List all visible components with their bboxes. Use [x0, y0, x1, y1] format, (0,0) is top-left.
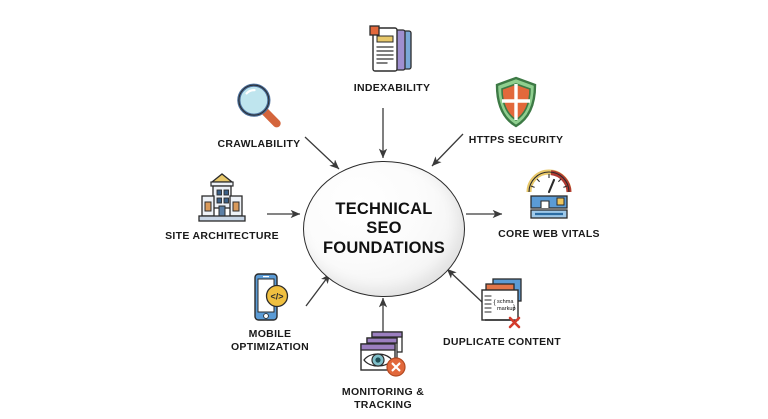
node-label-core-web-vitals: CORE WEB VITALS	[498, 228, 600, 240]
shield-icon	[485, 74, 547, 130]
node-label-site-architecture: SITE ARCHITECTURE	[165, 230, 279, 242]
smartphone-code-icon: </>	[239, 272, 301, 324]
node-label-duplicate-content: DUPLICATE CONTENT	[442, 336, 562, 348]
schema-markup-line2: markup	[497, 306, 516, 312]
svg-text:{: {	[494, 299, 497, 306]
node-label-crawlability: CRAWLABILITY	[217, 138, 301, 150]
eye-windows-icon	[352, 330, 414, 382]
documents-stack-icon	[361, 22, 423, 78]
node-label-mobile-optimization: MOBILE OPTIMIZATION	[230, 328, 310, 354]
building-icon	[191, 170, 253, 226]
node-label-monitoring-tracking: MONITORING & TRACKING	[341, 386, 425, 412]
speedometer-page-icon	[518, 168, 580, 224]
node-indexability[interactable]: INDEXABILITY	[317, 22, 467, 95]
node-mobile-optimization[interactable]: </> MOBILE OPTIMIZATION	[195, 272, 345, 354]
schema-markup-pages-icon: { schma markup }	[471, 276, 533, 332]
svg-text:}: }	[513, 304, 516, 311]
node-monitoring-tracking[interactable]: MONITORING & TRACKING	[308, 330, 458, 412]
hub-title: TECHNICAL SEO FOUNDATIONS	[323, 200, 445, 257]
schema-markup-line1: schma	[497, 299, 514, 305]
code-glyph: </>	[270, 292, 283, 302]
hub-circle: TECHNICAL SEO FOUNDATIONS	[303, 161, 465, 297]
node-https-security[interactable]: HTTPS SECURITY	[441, 74, 591, 147]
node-duplicate-content[interactable]: { schma markup } DUPLICATE CONTENT	[427, 276, 577, 349]
magnifying-glass-icon	[228, 78, 290, 134]
node-label-indexability: INDEXABILITY	[353, 82, 431, 94]
node-label-https-security: HTTPS SECURITY	[468, 134, 564, 146]
node-core-web-vitals[interactable]: CORE WEB VITALS	[474, 168, 624, 241]
node-crawlability[interactable]: CRAWLABILITY	[184, 78, 334, 151]
node-site-architecture[interactable]: SITE ARCHITECTURE	[147, 170, 297, 243]
